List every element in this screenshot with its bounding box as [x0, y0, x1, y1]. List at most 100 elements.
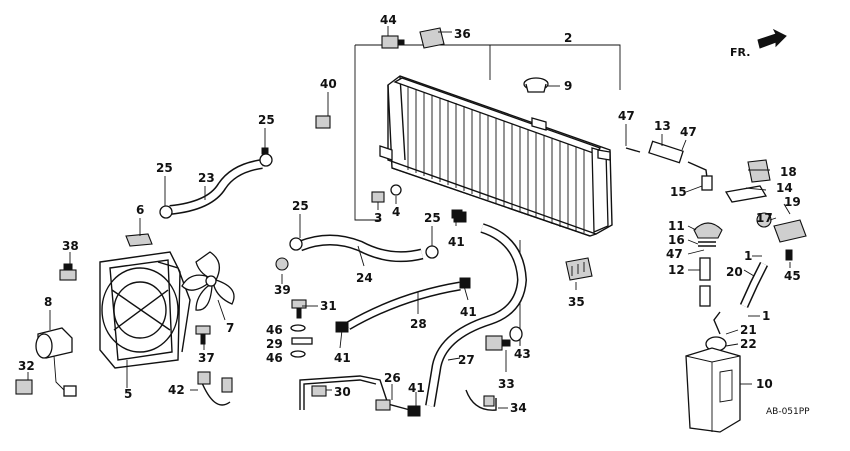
callout-9: 9: [564, 79, 572, 93]
callout-22: 22: [740, 337, 757, 351]
callout-41: 41: [334, 351, 351, 365]
callout-42: 42: [168, 383, 185, 397]
callout-15: 15: [670, 185, 687, 199]
hose-20: [739, 261, 769, 308]
callout-47: 47: [680, 125, 697, 139]
hose-28: [335, 277, 471, 333]
radiator-assembly: [379, 75, 613, 237]
bolt-37: [195, 325, 211, 345]
callout-30: 30: [334, 385, 351, 399]
callout-33: 33: [498, 377, 515, 391]
fan-shroud-assembly: [99, 251, 191, 369]
bolt-45: [785, 249, 793, 261]
callout-20: 20: [726, 265, 743, 279]
callout-41: 41: [460, 305, 477, 319]
callout-45: 45: [784, 269, 801, 283]
callout-10: 10: [756, 377, 773, 391]
bolt-40: [315, 115, 331, 129]
callout-2: 2: [564, 31, 572, 45]
harness-42: [197, 371, 233, 406]
clip-6: [125, 233, 153, 247]
hose-23: [169, 159, 263, 215]
clip-16: [698, 241, 716, 247]
clamp-25a: [159, 147, 273, 219]
bolt-31: [291, 299, 307, 319]
callout-6: 6: [136, 203, 144, 217]
connector-35: [565, 257, 593, 281]
bracket-34: [465, 389, 497, 411]
callout-13: 13: [654, 119, 671, 133]
callout-labels: 44 36 2 9 40 25 25 23 6 38 8 7 37 5 32 4…: [18, 13, 801, 415]
callout-4: 4: [392, 205, 400, 219]
callout-27: 27: [458, 353, 475, 367]
drain-bolt-3: [371, 191, 385, 203]
callout-24: 24: [356, 271, 373, 285]
callout-32: 32: [18, 359, 35, 373]
leader-lines: [27, 26, 791, 409]
callout-19: 19: [784, 195, 801, 209]
hose-24: [289, 234, 439, 263]
callout-38: 38: [62, 239, 79, 253]
pipe-26: [299, 375, 411, 411]
sensor-36: [419, 27, 445, 49]
callout-25: 25: [258, 113, 275, 127]
reserve-tank-10: [685, 347, 741, 433]
fan-motor: [35, 327, 77, 397]
connector-32: [15, 379, 33, 395]
cap-11: [693, 222, 723, 239]
callout-23: 23: [198, 171, 215, 185]
callout-36: 36: [454, 27, 471, 41]
front-direction-arrow: [757, 28, 787, 49]
hose-13: [625, 140, 713, 191]
fan-blade: [181, 251, 235, 311]
hose-12: [699, 257, 711, 307]
callout-29: 29: [266, 337, 283, 351]
washers-46-29: [290, 324, 313, 358]
callout-25: 25: [292, 199, 309, 213]
callout-26: 26: [384, 371, 401, 385]
radiator-cap-9: [523, 77, 549, 93]
callout-11: 11: [668, 219, 685, 233]
switch-33: [485, 326, 523, 351]
callout-18: 18: [780, 165, 797, 179]
washer-4: [390, 184, 402, 196]
callout-5: 5: [124, 387, 132, 401]
hose-21: [713, 311, 721, 335]
nut-39: [275, 257, 289, 271]
callout-44: 44: [380, 13, 397, 27]
callout-12: 12: [668, 263, 685, 277]
bolt-44: [381, 35, 405, 49]
diagram-code: AB-051PP: [766, 407, 810, 417]
callout-47: 47: [618, 109, 635, 123]
valve-17-19: [756, 212, 807, 243]
callout-1: 1: [762, 309, 770, 323]
callout-25: 25: [424, 211, 441, 225]
callout-34: 34: [510, 401, 527, 415]
callout-7: 7: [226, 321, 234, 335]
callout-17: 17: [756, 211, 773, 225]
callout-46: 46: [266, 323, 283, 337]
callout-28: 28: [410, 317, 427, 331]
clamps-41: [337, 209, 463, 331]
callout-39: 39: [274, 283, 291, 297]
bolt-38: [59, 263, 77, 281]
callout-1: 1: [744, 249, 752, 263]
front-direction-label: FR.: [730, 46, 750, 59]
radiator-core: [407, 86, 585, 233]
callout-47: 47: [666, 247, 683, 261]
callout-41: 41: [408, 381, 425, 395]
callout-21: 21: [740, 323, 757, 337]
callout-25: 25: [156, 161, 173, 175]
callout-3: 3: [374, 211, 382, 225]
callout-37: 37: [198, 351, 215, 365]
callout-8: 8: [44, 295, 52, 309]
callout-14: 14: [776, 181, 793, 195]
callout-46: 46: [266, 351, 283, 365]
callout-35: 35: [568, 295, 585, 309]
callout-40: 40: [320, 77, 337, 91]
callout-16: 16: [668, 233, 685, 247]
cap-18: [747, 159, 771, 183]
callout-41: 41: [448, 235, 465, 249]
